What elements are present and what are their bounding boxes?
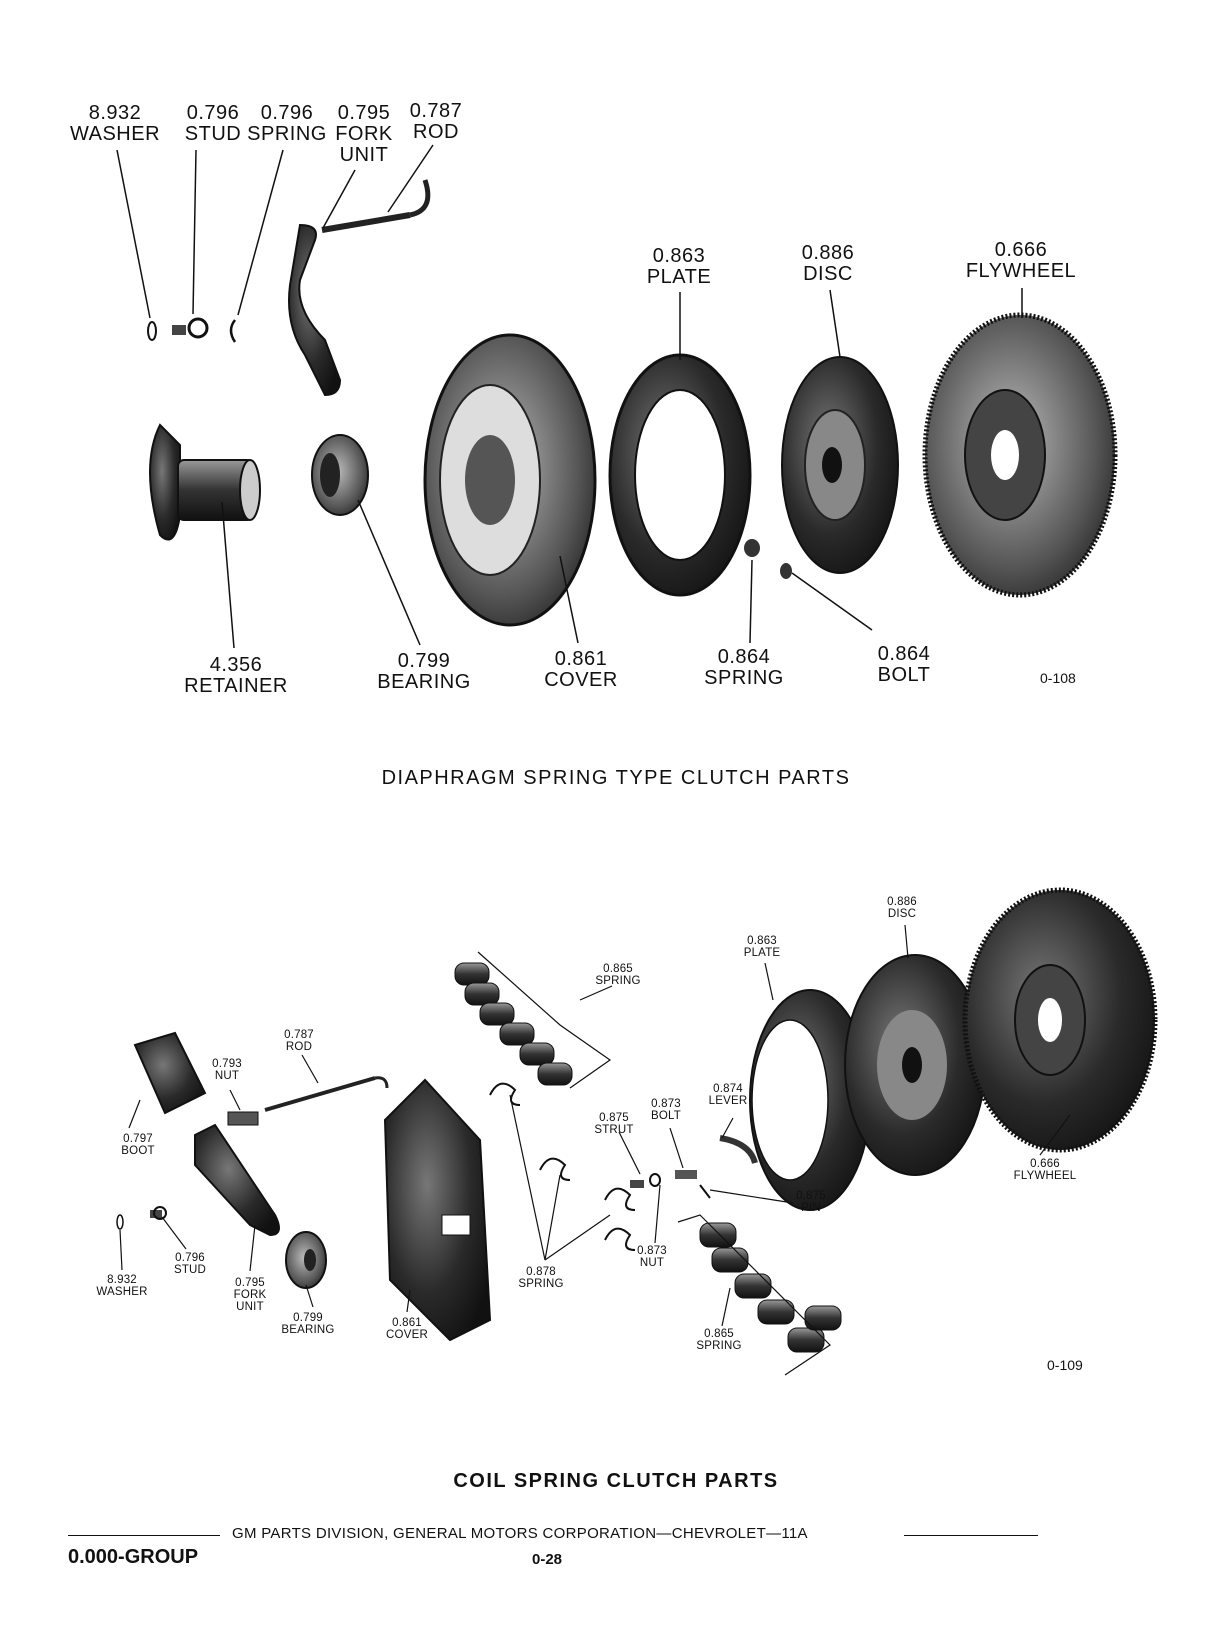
nut-793-part — [227, 1111, 259, 1126]
label-spring: 0.796 SPRING — [247, 102, 327, 145]
disc-part-2 — [844, 954, 986, 1176]
clip-spring-part — [229, 319, 237, 343]
wire-springs-878 — [489, 1082, 636, 1251]
springs-top-group — [454, 951, 612, 1089]
springs-bottom-group — [677, 1214, 842, 1376]
leader-lines-1 — [116, 144, 1023, 649]
label2-bearing: 0.799 BEARING — [281, 1312, 335, 1337]
plate-part-2 — [749, 989, 871, 1211]
rod-part — [321, 179, 431, 233]
page-number: 0-28 — [532, 1551, 563, 1568]
plate-part — [608, 353, 752, 597]
fork-unit-part — [288, 223, 342, 397]
label-cover: 0.861 COVER — [544, 648, 618, 691]
label2-spring-top: 0.865 SPRING — [595, 963, 641, 988]
bolt-864-part — [780, 563, 792, 579]
label-flywheel: 0.666 FLYWHEEL — [965, 239, 1077, 282]
label-stud: 0.796 STUD — [184, 102, 242, 145]
figure-number-2: 0-109 — [1047, 1357, 1083, 1373]
fork-unit-part-2 — [194, 1123, 280, 1237]
cover-part-2 — [383, 1078, 492, 1342]
label2-strut: 0.875 STRUT — [594, 1112, 634, 1137]
label2-washer: 8.932 WASHER — [96, 1274, 148, 1299]
label-rod: 0.787 ROD — [409, 100, 463, 143]
label2-pin: 0.875 PIN — [796, 1190, 826, 1215]
spring-864-part — [744, 539, 760, 557]
leader-lines-2 — [119, 924, 1071, 1327]
label2-stud: 0.796 STUD — [173, 1252, 207, 1277]
washer-part-2 — [116, 1214, 124, 1230]
label-fork-unit: 0.795 FORK UNIT — [335, 102, 393, 166]
label-plate: 0.863 PLATE — [646, 245, 712, 288]
label2-disc: 0.886 DISC — [887, 896, 917, 921]
label2-lever: 0.874 LEVER — [708, 1083, 748, 1108]
label2-spring-878: 0.878 SPRING — [518, 1266, 564, 1291]
retainer-part — [149, 423, 261, 541]
label2-rod: 0.787 ROD — [284, 1029, 314, 1054]
label-washer: 8.932 WASHER — [69, 102, 161, 145]
boot-part — [133, 1031, 207, 1115]
label2-boot: 0.797 BOOT — [121, 1133, 155, 1158]
label2-nut: 0.793 NUT — [212, 1058, 242, 1083]
label2-spring-bottom: 0.865 SPRING — [696, 1328, 742, 1353]
flywheel-part — [922, 312, 1118, 598]
caption-diagram-2: COIL SPRING CLUTCH PARTS — [453, 1470, 779, 1492]
footer-rule-left — [68, 1535, 220, 1536]
label2-bolt: 0.873 BOLT — [651, 1098, 681, 1123]
label-bolt-864: 0.864 BOLT — [877, 643, 931, 686]
label2-flywheel: 0.666 FLYWHEEL — [1013, 1158, 1077, 1183]
label2-plate: 0.863 PLATE — [743, 935, 781, 960]
group-number: 0.000-GROUP — [68, 1546, 199, 1568]
bearing-part-2 — [285, 1231, 327, 1289]
caption-diagram-1: DIAPHRAGM SPRING TYPE CLUTCH PARTS — [381, 767, 851, 789]
figure-number-1: 0-108 — [1040, 670, 1076, 686]
label-spring-864: 0.864 SPRING — [704, 646, 784, 689]
small-parts-lever-area — [630, 1135, 758, 1199]
label-disc: 0.886 DISC — [801, 242, 855, 285]
footer-publisher: GM PARTS DIVISION, GENERAL MOTORS CORPOR… — [232, 1525, 808, 1542]
rod-787-part — [264, 1076, 389, 1112]
stud-part — [172, 317, 209, 339]
stud-part-2 — [150, 1206, 167, 1220]
label-bearing: 0.799 BEARING — [377, 650, 471, 693]
label2-cover: 0.861 COVER — [386, 1317, 428, 1342]
cover-part — [423, 333, 597, 627]
flywheel-part-2 — [962, 887, 1158, 1153]
footer-rule-right — [904, 1535, 1038, 1536]
washer-part — [147, 321, 157, 341]
label2-fork-unit: 0.795 FORK UNIT — [233, 1277, 267, 1314]
label-retainer: 4.356 RETAINER — [184, 654, 288, 697]
bearing-part — [311, 434, 369, 516]
disc-part — [781, 356, 899, 574]
label2-nut-873: 0.873 NUT — [637, 1245, 667, 1270]
